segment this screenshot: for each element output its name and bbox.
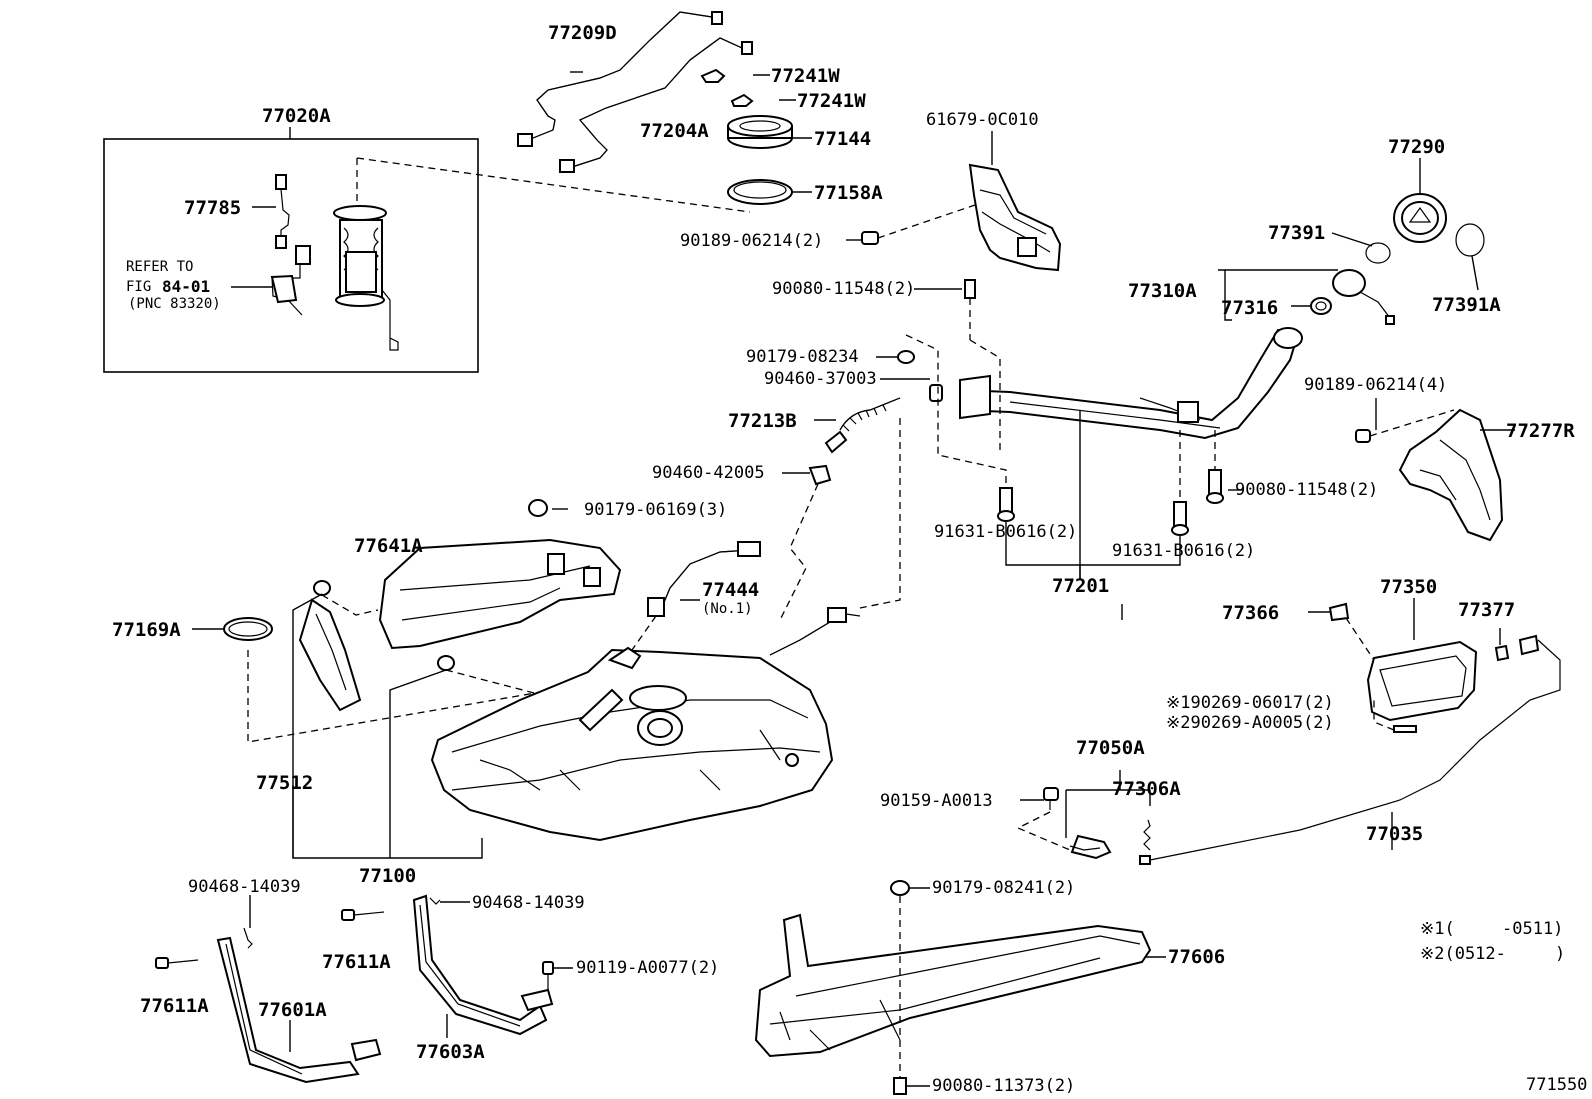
- note-1-range: -0511): [1502, 919, 1563, 939]
- cap-assembly-77310A: [1218, 269, 1395, 325]
- bracket-61679: [968, 131, 1062, 272]
- refer-line-1: REFER TO: [126, 259, 193, 275]
- label-77213B: 77213B: [728, 410, 797, 432]
- label-77377: 77377: [1458, 599, 1515, 621]
- callout-77512-77100: [292, 593, 483, 859]
- refer-line-2-fig: 84-01: [162, 277, 210, 296]
- label-77391A: 77391A: [1432, 294, 1501, 316]
- retainer-ring-77144: [727, 115, 793, 149]
- label-90468-b: 90468-14039: [472, 893, 585, 913]
- label-77035: 77035: [1366, 823, 1423, 845]
- fuel-tank-77100: [430, 607, 861, 842]
- fuel-tube-group: [517, 11, 753, 173]
- label-77512: 77512: [256, 772, 313, 794]
- clip-77241W-parts: [700, 68, 754, 107]
- ring-77391-parts: [1365, 223, 1485, 264]
- hose-77213B: [779, 397, 901, 621]
- fuel-sender-gauge: [231, 245, 311, 316]
- refer-line-3: (PNC 83320): [128, 296, 221, 312]
- label-77100: 77100: [359, 865, 416, 887]
- label-77158A: 77158A: [814, 182, 883, 204]
- fuel-pump-assembly-box: [103, 138, 479, 373]
- protector-77641A: [298, 499, 761, 712]
- label-90460-42005: 90460-42005: [652, 463, 765, 483]
- leader-lines: [552, 74, 1479, 620]
- label-77444: 77444: [702, 579, 759, 601]
- label-90189-2: 90189-06214(2): [680, 231, 823, 251]
- label-77603A: 77603A: [416, 1041, 485, 1063]
- label-90189-4: 90189-06214(4): [1304, 375, 1447, 395]
- note-1-mark: ※1(: [1420, 919, 1455, 939]
- label-90468-a: 90468-14039: [188, 877, 301, 897]
- label-77316: 77316: [1221, 297, 1278, 319]
- label-77611A-b: 77611A: [322, 951, 391, 973]
- label-77601A: 77601A: [258, 999, 327, 1021]
- bracket-77277R: [1355, 408, 1515, 542]
- label-90080-b: 90080-11548(2): [1235, 480, 1378, 500]
- lid-lock-assembly: [1016, 770, 1151, 860]
- label-61679: 61679-0C010: [926, 110, 1039, 130]
- label-90179-08234: 90179-08234: [746, 347, 859, 367]
- label-77169A: 77169A: [112, 619, 181, 641]
- label-77641A: 77641A: [354, 535, 423, 557]
- label-77290: 77290: [1388, 136, 1445, 158]
- label-77366: 77366: [1222, 602, 1279, 624]
- label-77350: 77350: [1380, 576, 1437, 598]
- label-77201: 77201: [1052, 575, 1109, 597]
- label-77020A: 77020A: [262, 105, 331, 127]
- fuel-pump-assembly-group: [103, 127, 751, 373]
- label-77209D: 77209D: [548, 22, 617, 44]
- refer-line-2-prefix: FIG: [126, 279, 151, 295]
- part-labels: 77209D 77241W 77241W 77204A 77144 77158A…: [112, 22, 1587, 1096]
- label-90460-37003: 90460-37003: [764, 369, 877, 389]
- label-77277R: 77277R: [1506, 420, 1575, 442]
- label-91631-b: 91631-B0616(2): [1112, 541, 1255, 561]
- label-91631-a: 91631-B0616(2): [934, 522, 1077, 542]
- gasket-77169A: [192, 617, 601, 743]
- note-2-mark: ※2(0512-: [1420, 944, 1506, 964]
- label-77785: 77785: [184, 197, 241, 219]
- label-77204A: 77204A: [640, 120, 709, 142]
- label-77241W-1: 77241W: [771, 65, 840, 87]
- label-90159: 90159-A0013: [880, 791, 993, 811]
- label-90179-08241: 90179-08241(2): [932, 878, 1075, 898]
- tank-straps: [155, 894, 573, 1084]
- label-77444-sub: (No.1): [702, 601, 753, 617]
- pump-wire-77785: [252, 174, 290, 249]
- figure-id: 771550: [1526, 1075, 1587, 1095]
- under-cover-77606: [754, 880, 1166, 1095]
- label-77310A: 77310A: [1128, 280, 1197, 302]
- label-90080-a: 90080-11548(2): [772, 279, 915, 299]
- note-2-close: ): [1555, 944, 1565, 964]
- label-90119: 90119-A0077(2): [576, 958, 719, 978]
- gasket-77158A: [727, 179, 793, 205]
- fuel-pump-body: [333, 205, 399, 351]
- label-77144: 77144: [814, 128, 871, 150]
- filler-pipe-bolts: [897, 279, 1224, 580]
- filler-cap-77290: [1393, 158, 1447, 243]
- label-90269-2: ※290269-A0005(2): [1166, 713, 1334, 733]
- label-77606: 77606: [1168, 946, 1225, 968]
- fuel-lid-assembly: [1139, 598, 1561, 865]
- label-90269-1: ※190269-06017(2): [1166, 693, 1334, 713]
- label-90080-11373: 90080-11373(2): [932, 1076, 1075, 1096]
- filler-pipe-77201: [959, 327, 1303, 580]
- label-90179-06169: 90179-06169(3): [584, 500, 727, 520]
- label-77391: 77391: [1268, 222, 1325, 244]
- label-77050A: 77050A: [1076, 737, 1145, 759]
- label-77306A: 77306A: [1112, 778, 1181, 800]
- label-77241W-2: 77241W: [797, 90, 866, 112]
- bolt-90189-upper: [861, 204, 976, 245]
- label-77611A-a: 77611A: [140, 995, 209, 1017]
